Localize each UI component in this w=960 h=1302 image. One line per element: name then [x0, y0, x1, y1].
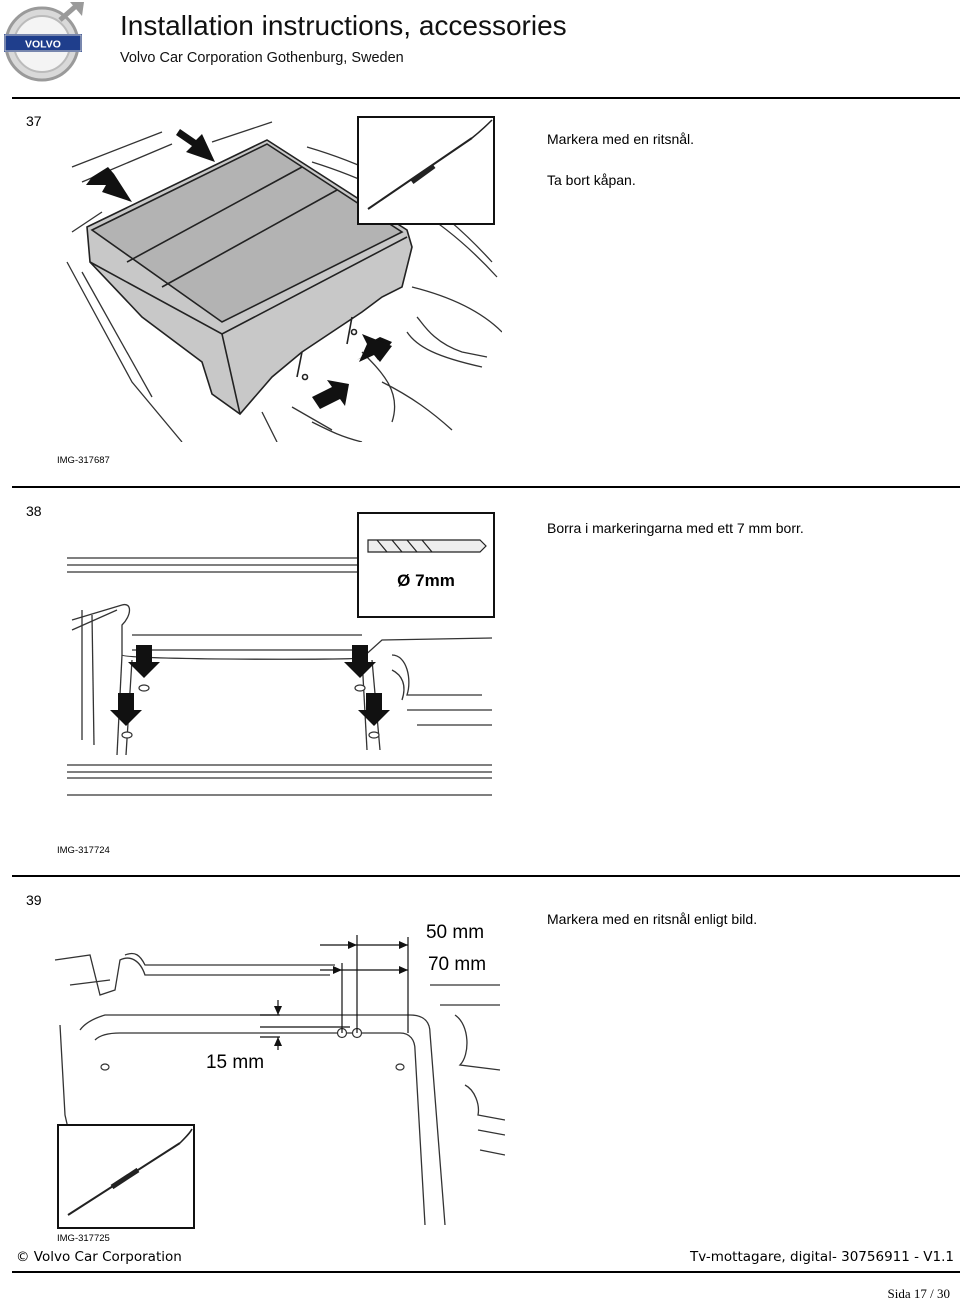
scriber-inset	[357, 116, 495, 225]
page-number: Sida 17 / 30	[887, 1286, 950, 1301]
step-instructions: Markera med en ritsnål. Ta bort kåpan.	[547, 131, 694, 213]
document-subtitle: Volvo Car Corporation Gothenburg, Sweden	[120, 50, 404, 66]
document-title: Installation instructions, accessories	[120, 10, 567, 41]
step-rule	[12, 875, 960, 877]
step-instructions: Borra i markeringarna med ett 7 mm borr.	[547, 520, 804, 561]
instruction-line: Markera med en ritsnål enligt bild.	[547, 911, 758, 927]
logo-wordmark: VOLVO	[25, 39, 61, 51]
image-id: IMG-317687	[57, 455, 110, 466]
image-id: IMG-317724	[57, 845, 110, 856]
instruction-line: Borra i markeringarna med ett 7 mm borr.	[547, 520, 804, 536]
header-rule	[12, 97, 960, 99]
image-id: IMG-317725	[57, 1233, 110, 1244]
step-number: 38	[26, 503, 42, 519]
dimension-label: 70 mm	[428, 954, 486, 975]
step-number: 39	[26, 892, 42, 908]
dimension-label: 50 mm	[426, 922, 484, 943]
dimension-label: 15 mm	[206, 1052, 264, 1073]
arrow-icon	[110, 645, 390, 726]
storage-cover	[86, 139, 413, 416]
instruction-line: Ta bort kåpan.	[547, 172, 636, 188]
dimension-lines	[260, 935, 409, 1050]
scriber-inset	[57, 1124, 195, 1229]
volvo-logo: VOLVO	[4, 2, 84, 82]
step-rule	[12, 486, 960, 488]
step-39-illustration: 50 mm 70 mm 15 mm	[54, 922, 505, 1229]
footer-document-id: Tv-mottagare, digital- 30756911 - V1.1	[690, 1249, 954, 1265]
drill-size-label: Ø 7mm	[397, 571, 455, 590]
instruction-line: Markera med en ritsnål.	[547, 131, 695, 147]
step-37-illustration	[66, 116, 502, 442]
step-instructions: Markera med en ritsnål enligt bild.	[547, 911, 757, 952]
step-38-illustration: Ø 7mm	[67, 512, 495, 796]
footer-copyright: © Volvo Car Corporation	[16, 1249, 182, 1265]
footer-rule	[12, 1271, 960, 1273]
arrow-icon	[86, 129, 392, 409]
drill-bit-inset: Ø 7mm	[357, 512, 495, 618]
step-number: 37	[26, 113, 42, 129]
